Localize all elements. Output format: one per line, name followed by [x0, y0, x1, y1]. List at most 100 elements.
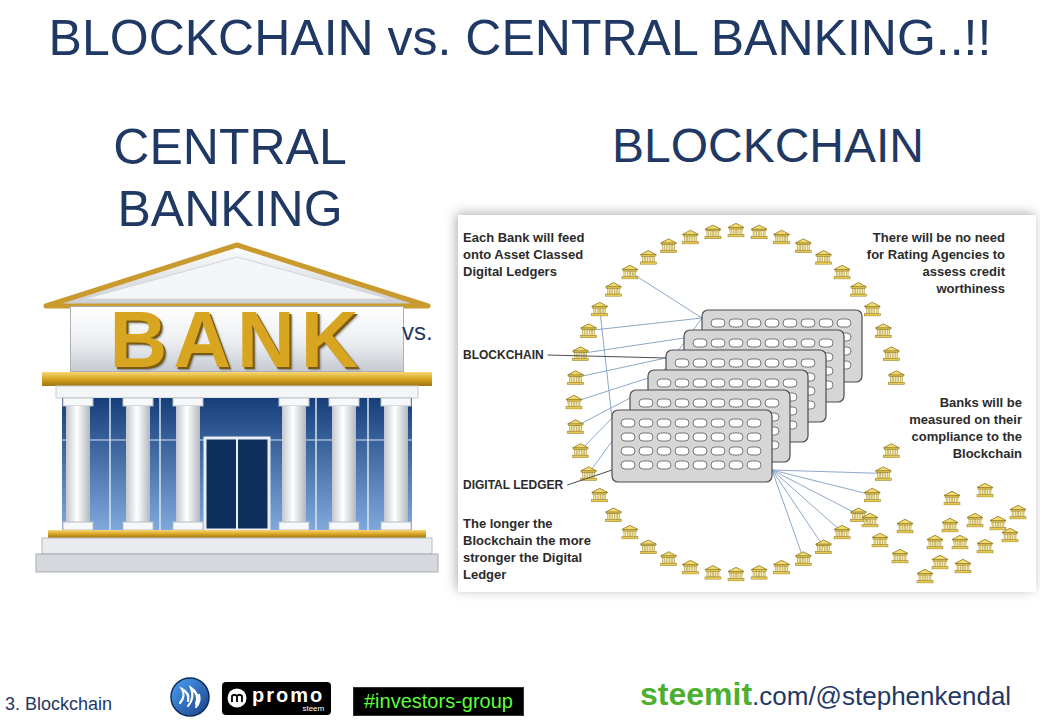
ledger-cell: [747, 461, 761, 469]
ledger-cell: [639, 461, 653, 469]
ledger-cell: [747, 399, 761, 407]
column-shaft: [126, 406, 150, 522]
bank-column: [63, 398, 93, 530]
slide-number: 3. Blockchain: [5, 693, 112, 715]
bank-pediment: [46, 245, 428, 306]
steem-logo: [171, 678, 209, 716]
badge-subtext: steem: [252, 705, 324, 713]
ledger-cell: [711, 359, 725, 367]
bank-step: [42, 538, 432, 554]
ledger-cell: [837, 319, 851, 327]
section-heading: CENTRAL BANKING: [30, 116, 430, 240]
ledger-cell: [747, 359, 761, 367]
bank-icon: [568, 371, 584, 385]
label-holder: 3. Blockchain: [5, 693, 112, 715]
bank-icon: [917, 569, 933, 583]
ledger-cell: [675, 419, 689, 427]
ledger-cell: [657, 379, 671, 387]
leader-line: [548, 355, 666, 358]
site-path: .com/@stephenkendal: [752, 676, 1011, 716]
bank-building: CENTRAL BANKINGBANK: [40, 112, 440, 578]
callout-note: Banks will be measured on their complian…: [902, 394, 1022, 462]
feed-line: [589, 318, 702, 331]
glass-mullion: [315, 398, 317, 530]
bank-icon: [892, 549, 908, 563]
bank-step: [48, 530, 426, 538]
ledger-cell: [639, 419, 653, 427]
callout-label: DIGITAL LEDGER: [463, 477, 563, 494]
bank-icon: [682, 560, 698, 574]
icon-glyph: [232, 695, 242, 702]
ledger-cell: [729, 359, 743, 367]
bank-icon: [990, 516, 1006, 530]
bank-icon: [622, 525, 638, 539]
ledger-cell: [729, 339, 743, 347]
ledger-cell: [639, 433, 653, 441]
ledger-cell: [711, 339, 725, 347]
bank-icon: [897, 519, 913, 533]
column-base: [279, 522, 309, 530]
bank-icons: [566, 223, 1026, 583]
ledger-cell: [675, 433, 689, 441]
bank-icon: [875, 324, 891, 338]
bank-icon: [682, 230, 698, 244]
bank-icon: [883, 347, 899, 361]
bank-column: [123, 398, 153, 530]
bank-icon: [728, 223, 744, 237]
ledger-cell: [675, 379, 689, 387]
bank-icon: [606, 508, 622, 522]
bank-icon: [795, 239, 811, 253]
bank-icon: [751, 225, 767, 239]
badge-icon: [226, 687, 248, 709]
ledger-cell: [711, 319, 725, 327]
label-holder: BLOCKCHAIN: [463, 347, 544, 364]
bank-icon: [566, 395, 582, 409]
ledger-card: [612, 410, 772, 482]
bank-icon: [816, 540, 832, 554]
bank-icon: [864, 488, 880, 502]
bank-illustration: [36, 245, 438, 572]
ledger-cell: [711, 461, 725, 469]
ledger-cell: [639, 399, 653, 407]
column-capital: [381, 398, 411, 406]
feed-line: [600, 309, 612, 418]
bank-architrave: [56, 386, 418, 398]
bank-icon: [862, 513, 878, 527]
ledger-cell: [711, 433, 725, 441]
bank-icon: [955, 559, 971, 573]
glass-mullion: [159, 398, 161, 530]
ledger-cell: [747, 379, 761, 387]
ledger-cell: [783, 339, 797, 347]
bank-column: [381, 398, 411, 530]
ledger-cell: [693, 461, 707, 469]
feed-line: [772, 470, 803, 558]
site-address: steemit.com/@stephenkendal: [640, 674, 1011, 716]
sign-text: BANK: [71, 307, 403, 373]
column-base: [123, 522, 153, 530]
bank-icon: [728, 567, 744, 581]
ledger-cell: [729, 399, 743, 407]
feed-line: [581, 418, 612, 450]
ledger-cell: [765, 399, 779, 407]
ledger-cell: [675, 359, 689, 367]
bank-icon: [640, 540, 656, 554]
callout-note: The longer the Blockchain the more stron…: [463, 515, 603, 583]
bank-icon: [1002, 528, 1018, 542]
bank-icon: [661, 239, 677, 253]
bank-column: [279, 398, 309, 530]
ledger-cell: [801, 319, 815, 327]
ledger-cell: [711, 419, 725, 427]
hashtag-badge: #investors-group: [353, 687, 524, 716]
ledger-cell: [693, 359, 707, 367]
ledger-cell: [657, 433, 671, 441]
column-capital: [279, 398, 309, 406]
site-name: steemit: [640, 674, 752, 714]
ledger-cell: [747, 433, 761, 441]
ledger-cell: [747, 419, 761, 427]
bank-icon: [883, 444, 899, 458]
ledger-cell: [747, 339, 761, 347]
bank-icon: [977, 539, 993, 553]
column-shaft: [384, 406, 408, 522]
ledger-cell: [693, 433, 707, 441]
ledger-cell: [729, 447, 743, 455]
